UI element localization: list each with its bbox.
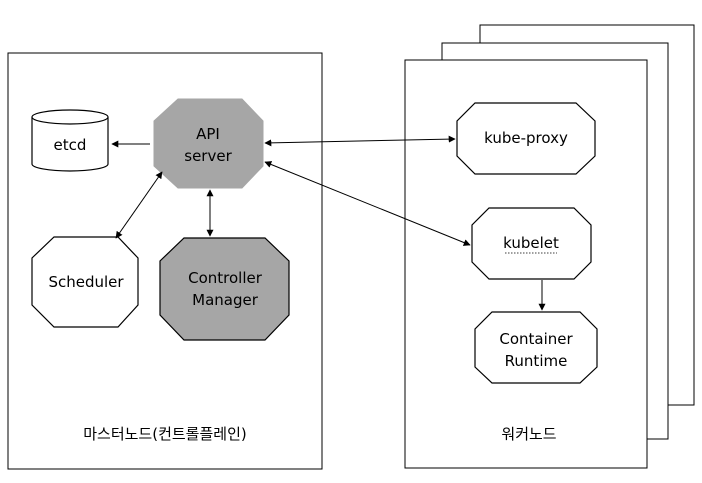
arrow-api-kubelet — [264, 161, 471, 246]
etcd-cylinder — [31, 109, 109, 172]
api-server-shape — [153, 98, 264, 189]
api-server-label-line1: API — [196, 125, 220, 143]
kube-proxy-shape — [456, 102, 596, 175]
scheduler-label: Scheduler — [48, 273, 124, 291]
controller-manager-shape — [159, 237, 290, 341]
api-server-label-line2: server — [184, 147, 232, 165]
arrow-api-scheduler — [115, 171, 163, 239]
kube-proxy-label: kube-proxy — [484, 129, 568, 147]
container-runtime-shape — [474, 311, 598, 384]
kubelet-shape — [471, 207, 592, 280]
kubelet-label: kubelet — [503, 234, 559, 252]
scheduler-shape — [31, 236, 139, 328]
controller-manager-label-line1: Controller — [188, 269, 263, 287]
etcd-label: etcd — [54, 136, 87, 154]
arrow-api-kube-proxy — [264, 135, 456, 147]
controller-manager-label-line2: Manager — [192, 291, 259, 309]
master-node-title: 마스터노드(컨트롤플레인) — [83, 425, 247, 443]
container-runtime-label-line1: Container — [499, 330, 573, 348]
worker-node-title: 워커노드 — [501, 425, 556, 443]
container-runtime-label-line2: Runtime — [505, 352, 568, 370]
